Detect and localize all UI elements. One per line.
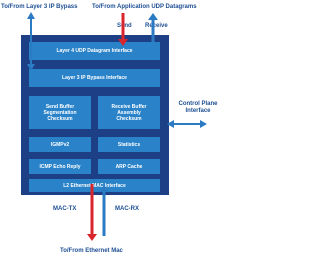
send-buffer-line1: Send Buffer [45, 103, 75, 110]
layer3-ip-bypass-block: Layer 3 IP Bypass Interface [29, 69, 160, 87]
icmp-echo-reply-block: ICMP Echo Reply [29, 159, 91, 174]
receive-label: Receive [145, 23, 168, 29]
to-from-ethernet-mac-label: To/From Ethernet Mac [60, 248, 123, 254]
mac-tx-arrow [87, 184, 97, 241]
mac-rx-arrow [99, 185, 109, 236]
statistics-block: Statistics [98, 137, 160, 152]
to-from-layer3-label: To/From Layer 3 IP Bypass [1, 4, 78, 10]
l2-ethernet-mac-block: L2 Ethernet MAC Interface [29, 179, 160, 192]
to-from-app-udp-label: To/From Application UDP Datagrams [92, 4, 197, 10]
core-block: Layer 4 UDP Datagram Interface Layer 3 I… [21, 35, 169, 195]
control-plane-label-line2: Interface [185, 108, 211, 114]
mac-tx-label: MAC-TX [53, 206, 77, 212]
receive-arrow [148, 13, 158, 42]
arrows-layer [27, 12, 207, 241]
igmpv2-block: IGMPv2 [29, 137, 91, 152]
send-buffer-line2: Segmentation [43, 109, 77, 116]
send-arrow [118, 13, 128, 46]
layer4-udp-interface-block: Layer 4 UDP Datagram Interface [29, 42, 160, 60]
send-buffer-block: Send Buffer Segmentation Checksum [29, 96, 91, 129]
mac-rx-label: MAC-RX [115, 206, 139, 212]
arp-cache-block: ARP Cache [98, 159, 160, 174]
receive-buffer-line3: Checksum [116, 115, 142, 122]
control-plane-arrow [167, 120, 207, 128]
layer3-bypass-arrow [27, 12, 35, 71]
receive-buffer-line1: Receive Buffer [111, 103, 147, 110]
control-plane-label-line1: Control Plane [178, 101, 218, 107]
receive-buffer-block: Receive Buffer Assembly Checksum [98, 96, 160, 129]
control-plane-label: Control Plane Interface [172, 101, 224, 115]
send-buffer-line3: Checksum [47, 115, 73, 122]
receive-buffer-line2: Assembly [117, 109, 141, 116]
